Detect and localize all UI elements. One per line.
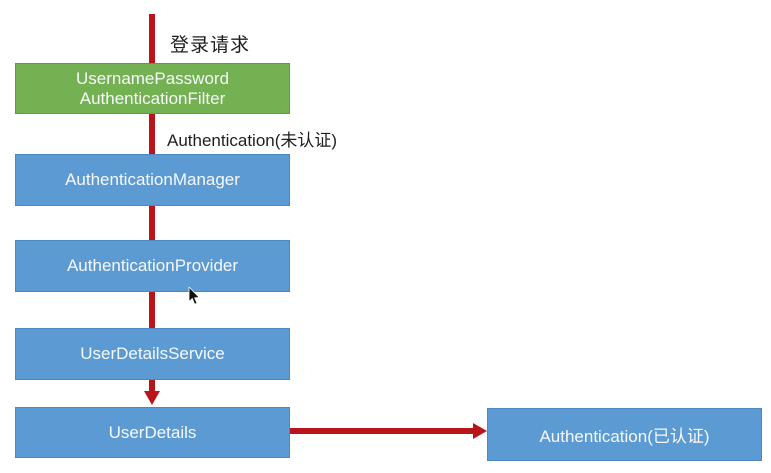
node-authentication-provider: AuthenticationProvider <box>15 240 290 292</box>
node-username-password-authentication-filter: UsernamePassword AuthenticationFilter <box>15 63 290 114</box>
node-user-details-service: UserDetailsService <box>15 328 290 380</box>
label-login-request: 登录请求 <box>170 35 251 56</box>
node-user-details: UserDetails <box>15 407 290 458</box>
node-label-line2: AuthenticationFilter <box>79 88 226 108</box>
horizontal-flow-line <box>289 428 474 434</box>
node-authentication-manager: AuthenticationManager <box>15 154 290 206</box>
node-label-line1: UsernamePassword <box>75 68 230 88</box>
arrowhead-right-icon <box>473 423 487 439</box>
arrowhead-down-icon <box>144 391 160 405</box>
node-authentication-authenticated: Authentication(已认证) <box>487 408 762 461</box>
mouse-cursor-icon <box>188 287 201 305</box>
label-authentication-unauthenticated: Authentication(未认证) <box>167 131 338 150</box>
